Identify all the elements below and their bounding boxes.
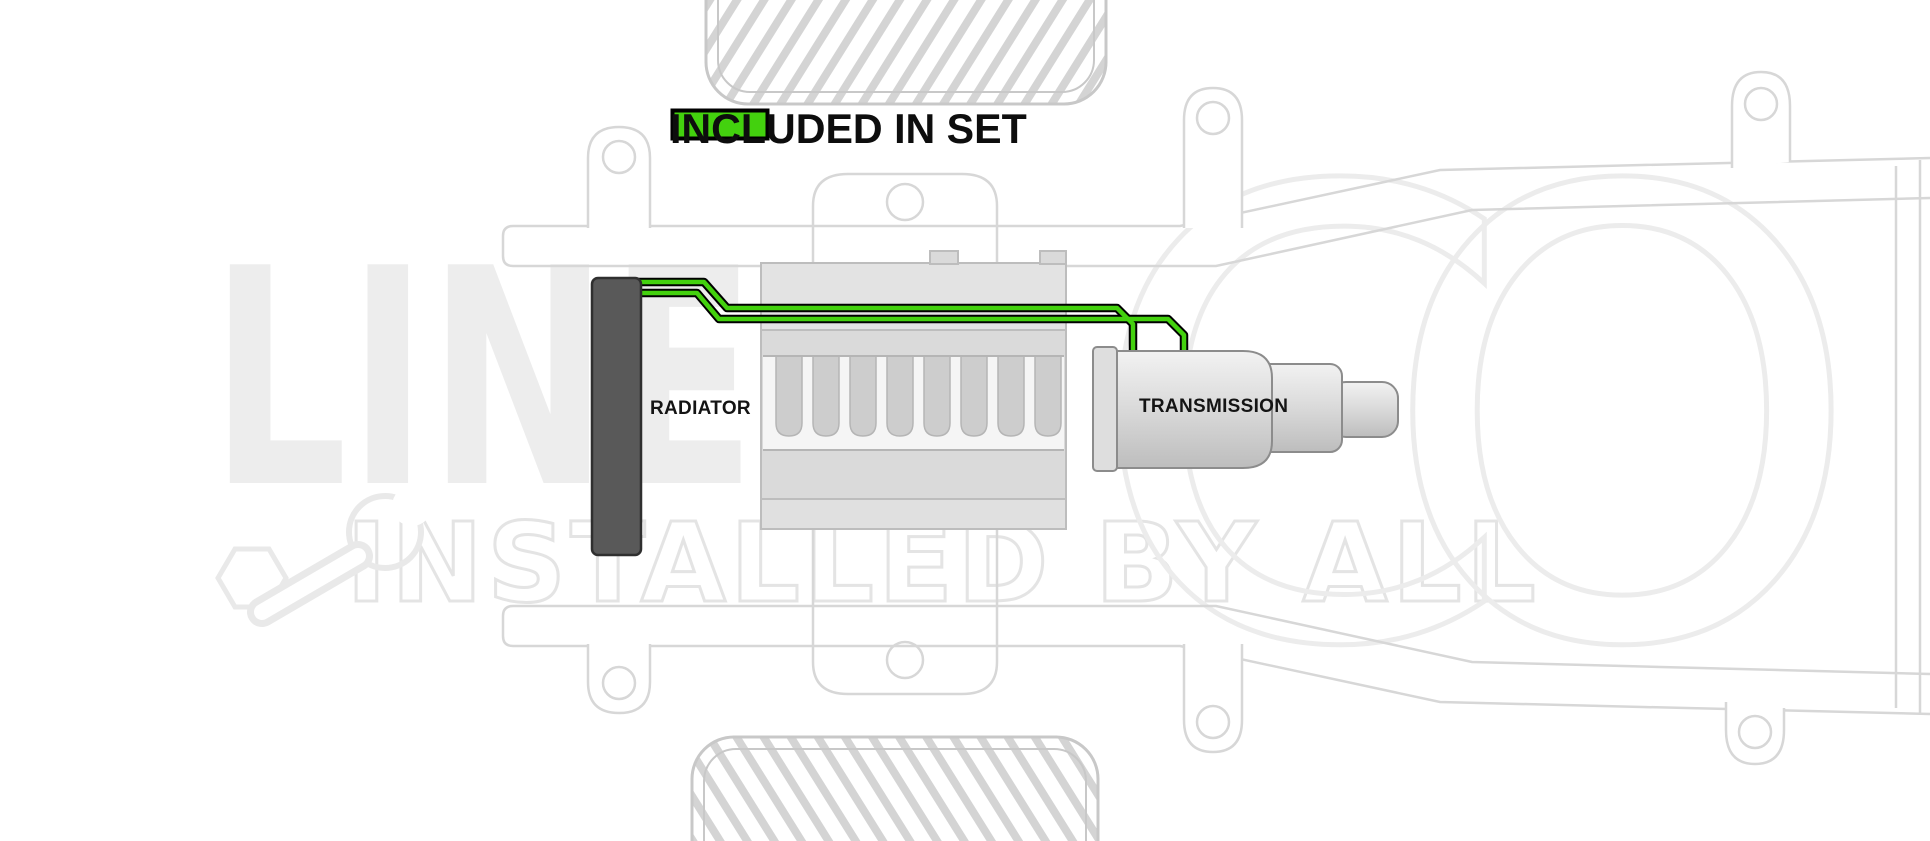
watermark-wrench-icon — [215, 486, 432, 627]
engine-cylinders — [775, 355, 1062, 437]
transmission-label: TRANSMISSION — [1139, 396, 1289, 417]
engine-block — [760, 250, 1067, 530]
front-tire-bottom — [690, 735, 1100, 841]
legend-swatch — [670, 108, 770, 141]
cooler-line-lower — [634, 290, 1187, 371]
radiator-label: RADIATOR — [650, 398, 751, 419]
legend-label: INCLUDED IN SET — [670, 105, 1027, 152]
radiator — [590, 276, 643, 557]
front-tire-top — [704, 0, 1108, 106]
legend: INCLUDED IN SET — [670, 108, 1034, 150]
cooler-line-upper — [634, 279, 1136, 368]
chassis-frame — [501, 70, 1930, 766]
transmission-cooler-lines — [632, 277, 1189, 373]
transmission — [1092, 346, 1399, 472]
